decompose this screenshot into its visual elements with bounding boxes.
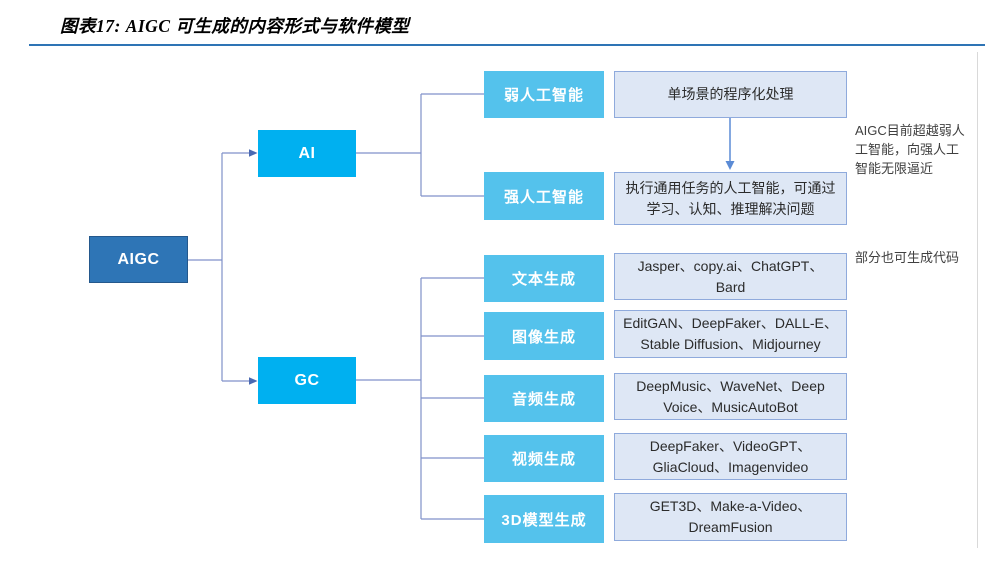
node-ai: AI: [258, 130, 356, 177]
root-elbow-connector: [188, 152, 249, 382]
arrowhead-to-gc-icon: [249, 377, 258, 385]
content-weak-ai: 单场景的程序化处理: [614, 71, 847, 118]
note-ai-progress: AIGC目前超越弱人工智能，向强人工智能无限逼近: [855, 123, 965, 176]
node-gc: GC: [258, 357, 356, 404]
content-3d-tools: GET3D、Make-a-Video、DreamFusion: [614, 493, 847, 541]
node-aigc: AIGC: [89, 236, 188, 283]
arrowhead-to-ai-icon: [249, 149, 258, 157]
node-video-generation: 视频生成: [484, 435, 604, 482]
content-strong-ai: 执行通用任务的人工智能，可通过学习、认知、推理解决问题: [614, 172, 847, 225]
gc-elbow-connector: [356, 277, 484, 520]
node-audio-generation: 音频生成: [484, 375, 604, 422]
content-video-tools: DeepFaker、VideoGPT、GliaCloud、Imagenvideo: [614, 433, 847, 480]
weak-to-strong-arrowhead-icon: [725, 161, 735, 170]
ai-elbow-connector: [356, 93, 484, 197]
content-audio-tools: DeepMusic、WaveNet、Deep Voice、MusicAutoBo…: [614, 373, 847, 420]
content-text-tools: Jasper、copy.ai、ChatGPT、Bard: [614, 253, 847, 300]
figure-title: 图表17: AIGC 可生成的内容形式与软件模型: [60, 16, 410, 36]
note-code-generation: 部分也可生成代码: [855, 250, 960, 265]
content-image-tools: EditGAN、DeepFaker、DALL-E、Stable Diffusio…: [614, 310, 847, 358]
title-underline: [29, 44, 985, 46]
node-image-generation: 图像生成: [484, 312, 604, 360]
node-3d-model-generation: 3D模型生成: [484, 495, 604, 543]
figure-right-border: [977, 52, 978, 548]
node-text-generation: 文本生成: [484, 255, 604, 302]
node-weak-ai: 弱人工智能: [484, 71, 604, 118]
node-strong-ai: 强人工智能: [484, 172, 604, 220]
